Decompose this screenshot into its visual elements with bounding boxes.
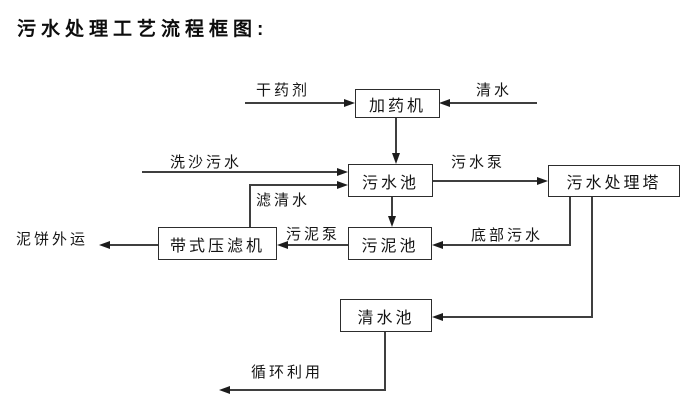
node-belt-filter-press-label: 带式压滤机 — [169, 237, 265, 255]
node-belt-filter-press: 带式压滤机 — [158, 227, 277, 260]
arrowhead-mud-cake-icon — [99, 241, 110, 249]
node-dosing-machine: 加药机 — [355, 89, 440, 118]
node-sewage-pool: 污水池 — [348, 164, 433, 197]
label-sludge-pump: 污泥泵 — [286, 226, 341, 243]
label-bottom-sewage: 底部污水 — [471, 227, 544, 244]
line-dosing-to-sewage — [395, 118, 397, 155]
line-tower-to-clean-horizontal — [443, 316, 593, 318]
line-recycle-horizontal — [230, 389, 386, 391]
arrowhead-clean-water-icon — [439, 99, 450, 107]
arrowhead-sewage-to-sludge-icon — [388, 216, 396, 227]
node-dosing-machine-label: 加药机 — [368, 97, 426, 115]
line-sand-washing — [142, 171, 338, 173]
arrowhead-sludge-pump-icon — [277, 241, 288, 249]
label-recycle-use: 循环利用 — [251, 364, 324, 381]
arrowhead-dry-agent-icon — [344, 99, 355, 107]
node-treatment-tower-label: 污水处理塔 — [566, 175, 662, 192]
node-clean-water-pool-label: 清水池 — [357, 309, 415, 327]
label-dry-agent: 干药剂 — [256, 82, 311, 99]
node-sewage-pool-label: 污水池 — [361, 174, 419, 192]
label-sand-washing-sewage: 洗沙污水 — [170, 154, 243, 171]
arrowhead-sewage-pump-icon — [537, 177, 548, 185]
node-clean-water-pool: 清水池 — [340, 299, 432, 332]
node-sludge-pool: 污泥池 — [348, 227, 432, 260]
line-dry-agent — [245, 102, 345, 104]
line-sewage-to-sludge — [391, 197, 393, 217]
label-sewage-pump: 污水泵 — [451, 154, 506, 171]
arrowhead-tower-to-clean-icon — [432, 313, 443, 321]
label-filtered-water: 滤清水 — [256, 192, 311, 209]
line-bottom-sewage-horizontal — [443, 244, 571, 246]
node-treatment-tower: 污水处理塔 — [548, 165, 680, 197]
label-mud-cake-out: 泥饼外运 — [16, 231, 89, 248]
arrowhead-sand-washing-icon — [337, 168, 348, 176]
arrowhead-dosing-to-sewage-icon — [392, 153, 400, 164]
line-clean-water — [450, 102, 537, 104]
arrowhead-filtered-water-icon — [337, 181, 348, 189]
node-sludge-pool-label: 污泥池 — [361, 237, 419, 255]
line-sludge-pump — [288, 244, 348, 246]
line-filtered-water-vertical — [249, 184, 251, 227]
line-mud-cake — [110, 244, 158, 246]
arrowhead-recycle-icon — [219, 386, 230, 394]
line-bottom-sewage-vertical — [569, 197, 571, 246]
line-sewage-pump — [433, 180, 538, 182]
label-clean-water: 清水 — [476, 82, 513, 99]
diagram-title: 污水处理工艺流程框图: — [17, 19, 269, 40]
line-filtered-water-horizontal — [249, 184, 338, 186]
line-tower-to-clean-vertical — [591, 197, 593, 317]
arrowhead-bottom-sewage-icon — [432, 241, 443, 249]
line-recycle-vertical — [384, 332, 386, 390]
